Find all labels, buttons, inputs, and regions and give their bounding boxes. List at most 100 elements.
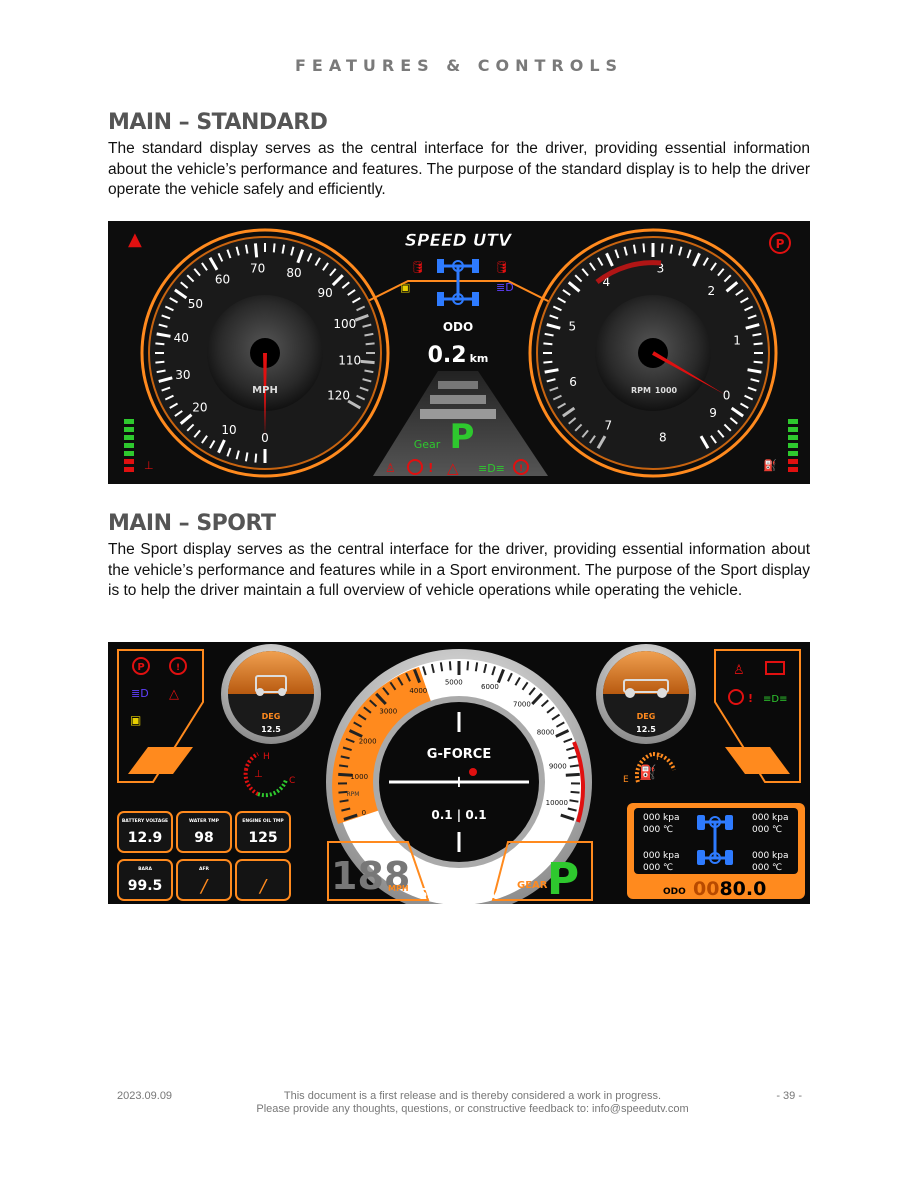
dial-tick xyxy=(752,332,762,337)
dial-tick xyxy=(359,386,369,392)
sport-display-image: P ! ≣D △ ▣ ♙ ! ≡D≡ DEG 12.5 DEG 12.5 H C xyxy=(108,642,810,904)
dial-tick xyxy=(597,257,604,267)
dial-tick xyxy=(581,268,589,277)
coolant-temp-gauge: H C ⊥ xyxy=(243,752,295,798)
tach-unit: RPM xyxy=(631,386,651,395)
rpm-tick-label: 8000 xyxy=(537,728,555,736)
dial-tick xyxy=(739,297,749,304)
dial-tick xyxy=(725,281,739,293)
rpm-tick-label: 9000 xyxy=(549,763,567,771)
speedo-tick-label: 50 xyxy=(188,297,203,311)
tire-fl-pressure: 000 kpa xyxy=(643,813,679,823)
dial-tick xyxy=(570,790,580,794)
dial-tick xyxy=(193,268,201,277)
road-graphic xyxy=(373,371,548,476)
gauge-tile-label: BARA xyxy=(138,866,152,872)
tire-fr-temp: 000 ℃ xyxy=(752,825,782,835)
dial-tick xyxy=(208,256,219,271)
rpm-tick-label: 5000 xyxy=(445,678,463,686)
dial-tick xyxy=(158,376,173,383)
dial-tick xyxy=(201,435,208,444)
dial-tick xyxy=(723,274,732,283)
speedo-tick-label: 80 xyxy=(286,266,301,280)
rpm-redline-arc xyxy=(572,741,586,823)
dial-tick xyxy=(351,297,361,304)
dial-tick xyxy=(744,305,754,312)
gauge-tile-label: AFR xyxy=(199,866,210,872)
svg-text:188: 188 xyxy=(331,854,410,898)
tach-tick-label: 2 xyxy=(708,284,716,298)
tire-drivetrain-icon xyxy=(697,815,733,865)
rpm-tick-label: 7000 xyxy=(513,701,531,709)
dial-tick xyxy=(161,314,171,320)
dial-tick xyxy=(345,737,355,744)
dial-tick xyxy=(491,666,496,676)
dial-tick xyxy=(226,249,232,259)
dial-tick xyxy=(254,453,258,463)
dial-tick xyxy=(574,423,583,432)
dial-tick xyxy=(375,692,387,706)
dial-tick xyxy=(717,268,725,277)
right-temp-badge: DEG 12.5 xyxy=(596,644,696,744)
dial-tick xyxy=(405,672,411,682)
tire-rr-pressure: 000 kpa xyxy=(752,851,788,861)
dial-tick xyxy=(546,706,555,714)
dial-tick xyxy=(448,661,452,671)
dial-tick xyxy=(466,661,470,671)
gauge-tile-label: BATTERY VOLTAGE xyxy=(122,818,168,824)
dial-tick xyxy=(169,297,179,304)
steering-icon xyxy=(407,459,423,475)
dial-tick xyxy=(235,450,240,460)
section-body-sport: The Sport display serves as the central … xyxy=(108,541,810,599)
dial-tick xyxy=(235,246,240,256)
dial-tick xyxy=(569,764,579,768)
svg-text:P: P xyxy=(776,237,785,251)
dial-tick xyxy=(353,721,363,728)
rpm-tick-label: 6000 xyxy=(481,683,499,691)
dial-tick xyxy=(314,257,321,267)
dial-tick xyxy=(360,359,375,365)
dial-tick xyxy=(253,243,259,258)
warning-icon: ▲ xyxy=(128,229,142,250)
dial-tick xyxy=(174,410,183,417)
dial-tick xyxy=(365,342,375,346)
dial-tick xyxy=(546,323,561,330)
speedo-unit: MPH xyxy=(252,385,278,396)
dial-tick xyxy=(750,378,760,383)
tach-tick-label: 9 xyxy=(709,406,717,420)
speedo-tick-label: 120 xyxy=(327,389,350,403)
utv-side-icon xyxy=(623,679,669,693)
dial-tick xyxy=(531,692,543,706)
seatbelt-icon: ♙ xyxy=(385,461,396,475)
check-engine-icon: ▣ xyxy=(400,281,410,294)
sport-odo-value: 80.0 xyxy=(719,878,766,900)
dial-tick xyxy=(557,297,567,304)
dial-tick xyxy=(544,368,559,374)
dial-tick xyxy=(546,378,556,383)
dial-tick xyxy=(745,323,760,330)
hazard-icon: △ xyxy=(447,459,459,477)
dial-tick xyxy=(430,663,435,674)
temp-cold-label: C xyxy=(289,776,295,786)
dial-tick xyxy=(341,807,351,812)
dial-tick xyxy=(397,676,404,686)
dial-tick xyxy=(566,746,576,752)
level-segment xyxy=(124,451,134,456)
dial-tick xyxy=(339,799,349,803)
oil-level-icon: 🛢 xyxy=(494,260,509,274)
dial-tick xyxy=(514,676,521,686)
dial-tick xyxy=(164,305,174,312)
dial-tick xyxy=(331,274,344,287)
speed-frame xyxy=(327,841,430,901)
sport-odo-label: ODO xyxy=(663,887,686,897)
tach-tick-label: 5 xyxy=(568,319,576,333)
rpm-unit: RPM xyxy=(347,791,360,798)
high-beam-icon: ≣D xyxy=(131,687,149,700)
level-segment xyxy=(124,467,134,472)
dial-tick xyxy=(552,394,562,401)
speedo-tick-label: 70 xyxy=(250,261,265,275)
dial-tick xyxy=(544,332,554,337)
dial-tick xyxy=(723,423,732,432)
